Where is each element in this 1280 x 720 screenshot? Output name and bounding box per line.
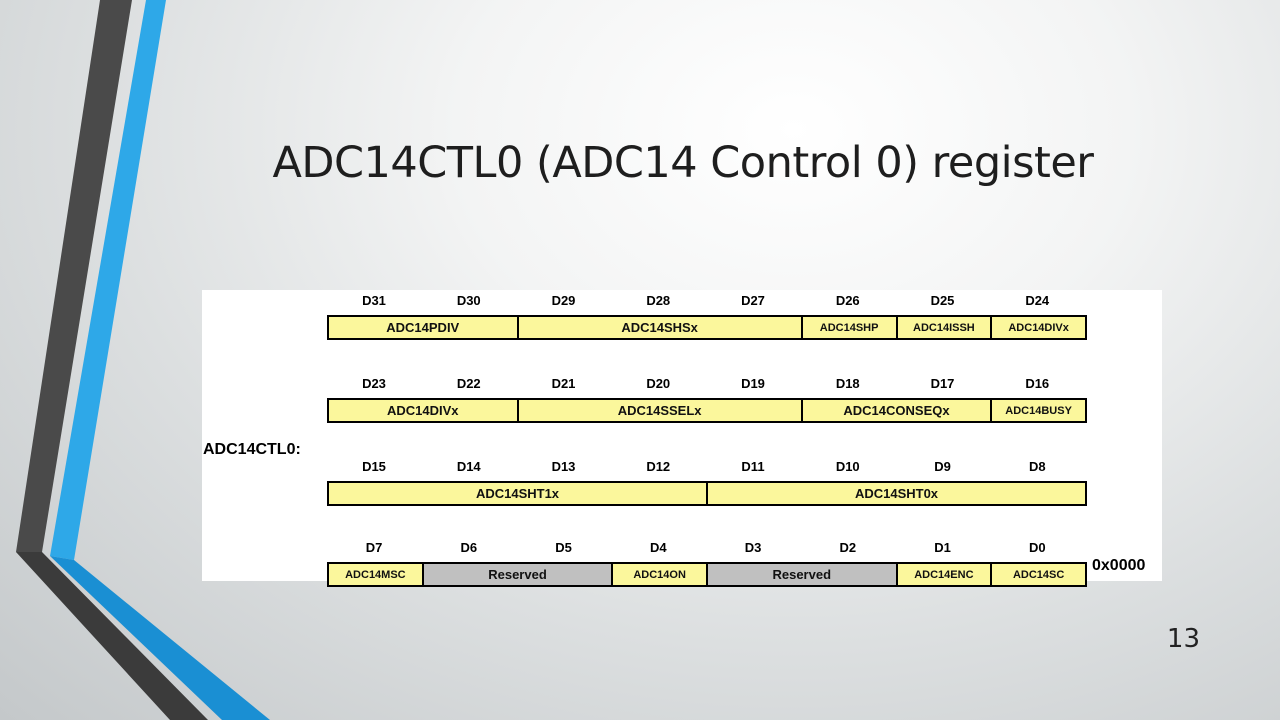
stripe-dark-lower <box>16 552 208 720</box>
bit-number-d26: D26 <box>835 293 860 308</box>
stripe-blue-lower <box>50 556 270 720</box>
bit-number-d28: D28 <box>646 293 671 308</box>
field-adc14shsx: ADC14SHSx <box>516 315 803 340</box>
field-adc14sht0x: ADC14SHT0x <box>706 481 1087 506</box>
field-adc14on: ADC14ON <box>611 562 708 587</box>
bit-number-d16: D16 <box>1025 376 1050 391</box>
field-adc14divx: ADC14DIVx <box>327 398 519 423</box>
bit-number-d8: D8 <box>1028 459 1046 474</box>
bit-number-d30: D30 <box>456 293 481 308</box>
field-adc14msc: ADC14MSC <box>327 562 424 587</box>
field-adc14enc: ADC14ENC <box>895 562 993 587</box>
bit-number-d19: D19 <box>741 376 765 391</box>
bit-number-d15: D15 <box>362 459 386 474</box>
bit-number-d14: D14 <box>456 459 481 474</box>
bit-number-d6: D6 <box>460 540 478 555</box>
register-name: ADC14CTL0: <box>203 441 301 458</box>
field-adc14busy: ADC14BUSY <box>990 398 1087 423</box>
field-reserved: Reserved <box>706 562 898 587</box>
bit-number-d12: D12 <box>646 459 671 474</box>
bit-number-d20: D20 <box>646 376 671 391</box>
bit-number-d4: D4 <box>649 540 667 555</box>
bit-number-d24: D24 <box>1025 293 1050 308</box>
bit-number-d13: D13 <box>551 459 576 474</box>
bit-number-d21: D21 <box>551 376 576 391</box>
bit-number-d11: D11 <box>741 459 765 474</box>
bit-number-d27: D27 <box>741 293 765 308</box>
bit-number-d29: D29 <box>551 293 576 308</box>
field-adc14conseqx: ADC14CONSEQx <box>800 398 993 423</box>
bit-number-d0: D0 <box>1028 540 1046 555</box>
slide-title: ADC14CTL0 (ADC14 Control 0) register <box>272 138 1094 188</box>
bit-number-d9: D9 <box>934 459 951 474</box>
slide-number: 13 <box>1166 624 1200 654</box>
bit-number-d17: D17 <box>930 376 955 391</box>
bit-number-d22: D22 <box>456 376 481 391</box>
stripe-blue-upper <box>50 0 166 560</box>
field-adc14issh: ADC14ISSH <box>895 315 993 340</box>
reset-value: 0x0000 <box>1092 557 1146 574</box>
bit-number-d5: D5 <box>555 540 572 555</box>
stripe-dark-upper <box>16 0 132 552</box>
bit-number-d25: D25 <box>930 293 955 308</box>
field-adc14sc: ADC14SC <box>990 562 1087 587</box>
bit-number-d23: D23 <box>362 376 386 391</box>
field-adc14divx: ADC14DIVx <box>990 315 1087 340</box>
decorative-stripes <box>16 0 270 720</box>
bit-number-d3: D3 <box>744 540 762 555</box>
bit-number-d2: D2 <box>839 540 857 555</box>
bit-number-d7: D7 <box>365 540 383 555</box>
bit-number-d18: D18 <box>835 376 860 391</box>
bit-number-d1: D1 <box>934 540 951 555</box>
field-adc14sht1x: ADC14SHT1x <box>327 481 708 506</box>
field-reserved: Reserved <box>421 562 614 587</box>
field-adc14sselx: ADC14SSELx <box>516 398 803 423</box>
bit-number-d10: D10 <box>835 459 860 474</box>
field-adc14pdiv: ADC14PDIV <box>327 315 519 340</box>
field-adc14shp: ADC14SHP <box>800 315 898 340</box>
bit-number-d31: D31 <box>362 293 386 308</box>
